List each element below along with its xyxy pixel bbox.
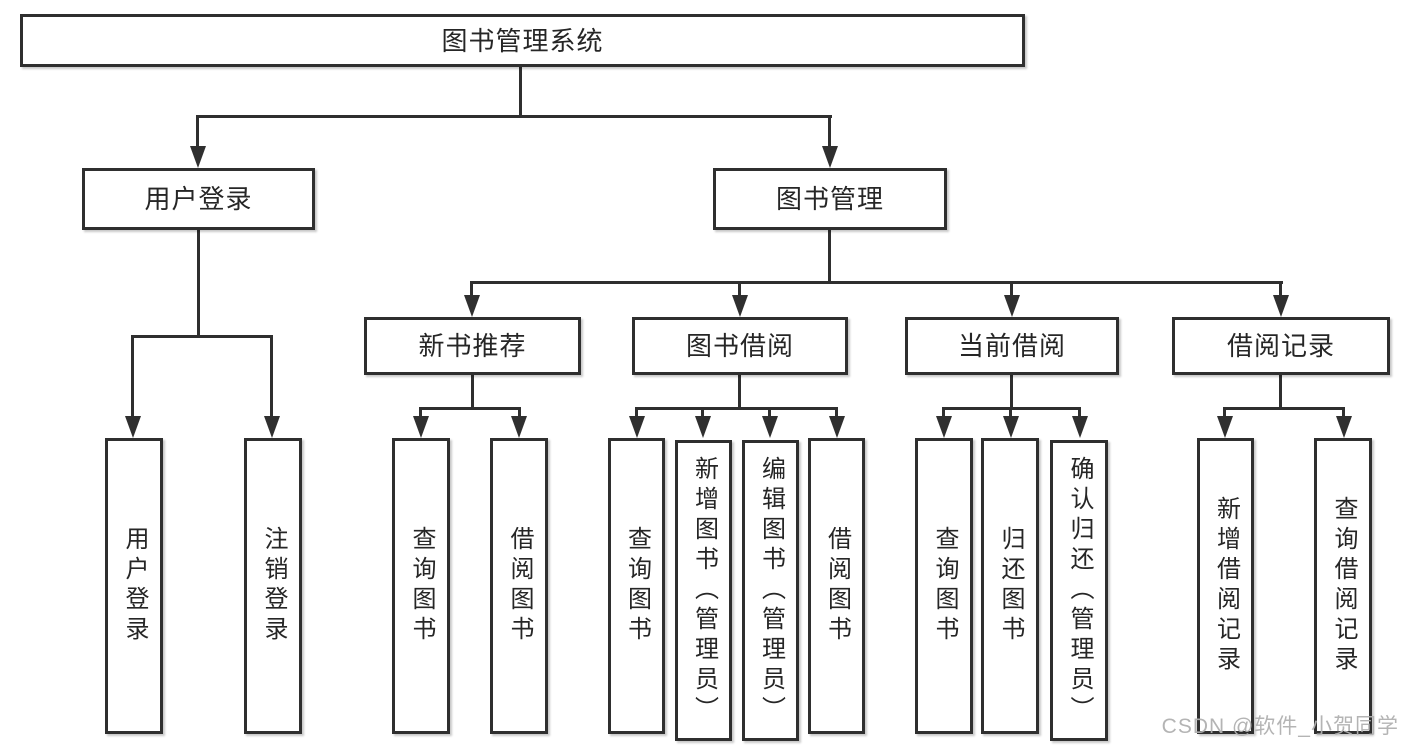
arrow-down-icon — [829, 416, 845, 438]
connector-line — [768, 407, 771, 417]
connector-line — [828, 230, 831, 283]
arrow-down-icon — [1217, 416, 1233, 438]
connector-line — [942, 407, 945, 417]
leaf-add-book-admin: 新增图书（管理员） — [675, 440, 732, 741]
leaf-query-borrow-record: 查询借阅记录 — [1314, 438, 1372, 734]
connector-line — [471, 375, 474, 409]
leaf-query-books-recommend: 查询图书 — [392, 438, 450, 734]
connector-line — [470, 281, 473, 297]
connector-line — [519, 67, 522, 117]
connector-line — [196, 115, 832, 118]
connector-line — [1010, 375, 1013, 409]
connector-line — [835, 407, 838, 417]
node-label: 图书管理系统 — [441, 25, 604, 56]
node-label: 借阅图书 — [506, 526, 533, 646]
connector-line — [701, 407, 704, 417]
node-label: 新增图书（管理员） — [690, 455, 718, 726]
arrow-down-icon — [822, 146, 838, 168]
leaf-query-books-borrowing: 查询图书 — [608, 438, 665, 734]
node-label: 查询借阅记录 — [1330, 496, 1357, 676]
arrow-down-icon — [1336, 416, 1352, 438]
leaf-edit-book-admin: 编辑图书（管理员） — [742, 440, 799, 741]
connector-line — [419, 407, 422, 417]
node-user-login: 用户登录 — [82, 168, 315, 230]
node-book-borrowing: 图书借阅 — [632, 317, 848, 375]
leaf-borrow-books-recommend: 借阅图书 — [490, 438, 548, 734]
node-book-management: 图书管理 — [713, 168, 947, 230]
leaf-query-books-current: 查询图书 — [915, 438, 973, 734]
node-label: 图书借阅 — [685, 331, 794, 361]
leaf-borrow-books: 借阅图书 — [808, 438, 865, 734]
leaf-add-borrow-record: 新增借阅记录 — [1197, 438, 1254, 734]
connector-line — [470, 281, 1283, 284]
node-label: 新书推荐 — [418, 331, 527, 361]
connector-line — [635, 407, 638, 417]
connector-line — [419, 407, 521, 410]
connector-line — [738, 375, 741, 409]
connector-line — [1009, 407, 1012, 417]
arrow-down-icon — [511, 416, 527, 438]
connector-line — [1223, 407, 1345, 410]
watermark: CSDN @软件_小贺同学 — [1161, 715, 1399, 738]
node-current-borrowing: 当前借阅 — [905, 317, 1119, 375]
node-label: 查询图书 — [623, 526, 651, 646]
arrow-down-icon — [695, 416, 711, 438]
node-label: 新增借阅记录 — [1212, 496, 1240, 676]
node-label: 借阅图书 — [823, 526, 851, 646]
connector-line — [518, 407, 521, 417]
arrow-down-icon — [1003, 416, 1019, 438]
arrow-down-icon — [1273, 295, 1289, 317]
connector-line — [738, 281, 741, 297]
node-root: 图书管理系统 — [20, 14, 1025, 67]
connector-line — [196, 115, 199, 147]
leaf-confirm-return-admin: 确认归还（管理员） — [1050, 440, 1108, 741]
connector-line — [1342, 407, 1345, 417]
connector-line — [1223, 407, 1226, 417]
connector-line — [197, 230, 200, 337]
arrow-down-icon — [1004, 295, 1020, 317]
leaf-logout: 注销登录 — [244, 438, 302, 734]
leaf-user-login: 用户登录 — [105, 438, 163, 734]
connector-line — [1279, 281, 1282, 297]
connector-line — [131, 335, 134, 417]
arrow-down-icon — [264, 416, 280, 438]
node-label: 用户登录 — [144, 184, 253, 214]
connector-line — [1279, 375, 1282, 409]
node-label: 编辑图书（管理员） — [757, 455, 785, 726]
node-label: 图书管理 — [775, 184, 884, 214]
arrow-down-icon — [732, 295, 748, 317]
arrow-down-icon — [413, 416, 429, 438]
arrow-down-icon — [190, 146, 206, 168]
connector-line — [1010, 281, 1013, 297]
node-new-book-recommend: 新书推荐 — [364, 317, 581, 375]
connector-line — [270, 335, 273, 417]
node-label: 确认归还（管理员） — [1066, 455, 1093, 726]
arrow-down-icon — [762, 416, 778, 438]
arrow-down-icon — [1072, 416, 1088, 438]
leaf-return-book: 归还图书 — [981, 438, 1039, 734]
node-label: 当前借阅 — [957, 331, 1066, 361]
node-label: 用户登录 — [121, 526, 148, 646]
connector-line — [635, 407, 838, 410]
arrow-down-icon — [464, 295, 480, 317]
arrow-down-icon — [629, 416, 645, 438]
node-label: 查询图书 — [408, 526, 435, 646]
connector-line — [131, 335, 273, 338]
connector-line — [1078, 407, 1081, 417]
node-borrowing-records: 借阅记录 — [1172, 317, 1390, 375]
arrow-down-icon — [936, 416, 952, 438]
node-label: 归还图书 — [997, 526, 1024, 646]
node-label: 查询图书 — [931, 526, 958, 646]
node-label: 借阅记录 — [1226, 331, 1335, 361]
arrow-down-icon — [125, 416, 141, 438]
node-label: 注销登录 — [260, 526, 287, 646]
connector-line — [828, 115, 831, 147]
